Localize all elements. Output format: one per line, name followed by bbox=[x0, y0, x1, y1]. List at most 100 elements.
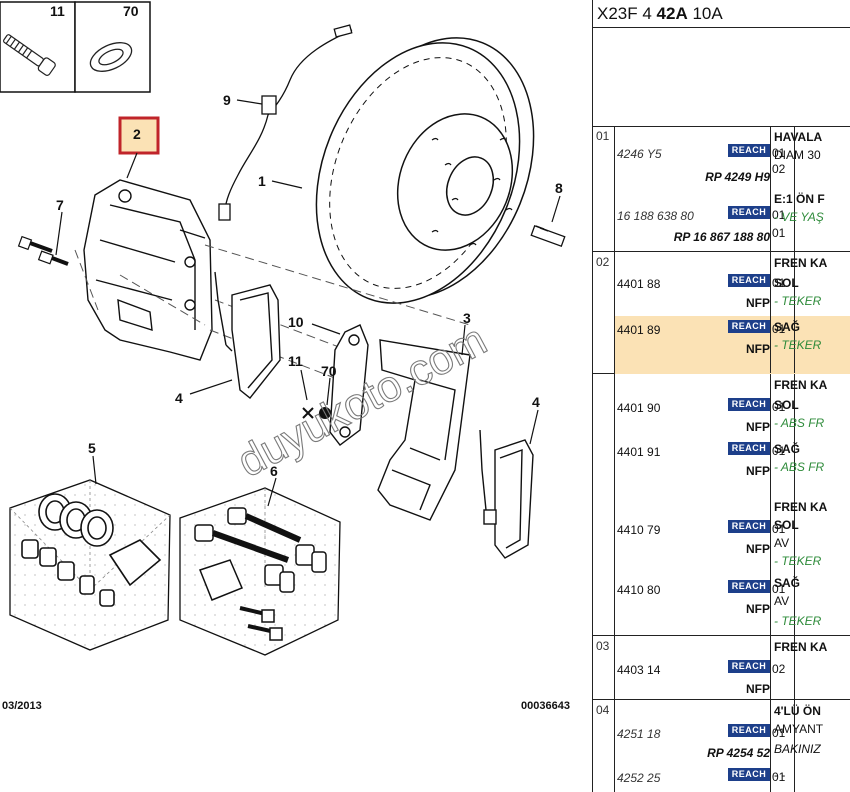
desc: - TEKER bbox=[774, 338, 822, 352]
desc: - TEKER bbox=[774, 294, 822, 308]
desc: 4'LÜ ÖN bbox=[774, 704, 821, 718]
callout-2: 2 bbox=[133, 126, 141, 142]
part-row[interactable]: 4401 88 REACH 01 NFP bbox=[615, 270, 850, 314]
part-replacement: NFP bbox=[746, 342, 770, 356]
reach-badge: REACH bbox=[728, 768, 770, 781]
part-replacement: NFP bbox=[746, 682, 770, 696]
part-qty: 02 bbox=[772, 662, 786, 676]
desc: SAĞ bbox=[774, 320, 801, 334]
header-suffix: 10A bbox=[687, 4, 723, 23]
part-replacement: NFP bbox=[746, 542, 770, 556]
reach-badge: REACH bbox=[728, 398, 770, 411]
part-row[interactable]: 4410 80 REACH 01 NFP bbox=[615, 576, 850, 620]
part-qty: 01 bbox=[772, 726, 786, 740]
part-row[interactable]: 4246 Y5 REACH 01 02 RP 4249 H9 bbox=[615, 140, 850, 184]
wear-sensor-wire[interactable] bbox=[218, 24, 353, 221]
reach-badge: REACH bbox=[728, 442, 770, 455]
callout-8: 8 bbox=[555, 180, 563, 196]
seal-kit-5[interactable] bbox=[9, 479, 171, 651]
desc: AV bbox=[774, 536, 790, 550]
group-03: 03 4403 14 REACH 02 NFP FREN KA bbox=[593, 636, 850, 700]
part-row[interactable]: 16 188 638 80 REACH 01 01 RP 16 867 188 … bbox=[615, 202, 850, 246]
part-qty: 01 bbox=[772, 582, 786, 596]
desc: HAVALA bbox=[774, 130, 823, 144]
callout-9: 9 bbox=[223, 92, 231, 108]
guide-plate-10[interactable] bbox=[329, 324, 369, 446]
reach-badge: REACH bbox=[728, 274, 770, 287]
part-replacement: RP 4249 H9 bbox=[705, 170, 770, 184]
reach-badge: REACH bbox=[728, 580, 770, 593]
callout-6: 6 bbox=[270, 463, 278, 479]
callout-10: 10 bbox=[288, 314, 304, 330]
part-ref: 4410 79 bbox=[617, 523, 661, 537]
callout-7: 7 bbox=[56, 197, 64, 213]
desc: BAKINIZ bbox=[774, 742, 821, 756]
part-row[interactable]: 4251 18 REACH 01 RP 4254 52 bbox=[615, 720, 850, 764]
desc: - TEKER bbox=[774, 614, 822, 628]
group-number: 04 bbox=[596, 703, 610, 717]
callout-11-inset: 11 bbox=[50, 3, 65, 19]
part-row[interactable]: 4401 91 REACH 01 NFP bbox=[615, 438, 850, 482]
callout-4-right: 4 bbox=[532, 394, 540, 410]
desc: - TEKER bbox=[774, 554, 822, 568]
caliper-bracket[interactable] bbox=[377, 339, 471, 521]
desc: DIAM 30 bbox=[774, 148, 821, 162]
brake-pad-left[interactable] bbox=[214, 271, 281, 399]
part-row[interactable]: 4252 25 REACH 01 bbox=[615, 764, 850, 792]
part-replacement: NFP bbox=[746, 420, 770, 434]
guide-pin-kit-6[interactable] bbox=[179, 487, 341, 656]
part-qty: 01 bbox=[772, 276, 786, 290]
part-row[interactable]: 4401 90 REACH 01 NFP bbox=[615, 394, 850, 438]
inset-box-11[interactable]: 11 bbox=[0, 1, 76, 93]
brake-disc[interactable] bbox=[279, 7, 570, 334]
desc: FREN KA bbox=[774, 640, 828, 654]
callout-3: 3 bbox=[463, 310, 471, 326]
reach-badge: REACH bbox=[728, 320, 770, 333]
part-ref: 4401 89 bbox=[617, 323, 661, 337]
callout-2-highlight[interactable] bbox=[118, 116, 160, 155]
desc: FREN KA bbox=[774, 378, 828, 392]
part-ref: 4246 Y5 bbox=[617, 147, 662, 161]
part-ref: 4401 90 bbox=[617, 401, 661, 415]
inset-box-70[interactable]: 70 bbox=[74, 1, 151, 93]
part-replacement: RP 16 867 188 80 bbox=[673, 230, 770, 244]
group-04: 04 4251 18 REACH 01 RP 4254 52 4252 25 R… bbox=[593, 700, 850, 792]
part-row[interactable]: 4403 14 REACH 02 NFP bbox=[615, 656, 850, 700]
group-02-abs: 4401 90 REACH 01 NFP 4401 91 REACH 01 NF… bbox=[593, 374, 850, 496]
bleed-bolts-7[interactable] bbox=[17, 235, 69, 266]
desc: SOL bbox=[774, 398, 799, 412]
desc: FREN KA bbox=[774, 500, 828, 514]
bolt-8[interactable] bbox=[530, 224, 566, 248]
part-qty: 01 bbox=[772, 322, 786, 336]
part-row[interactable]: 4410 79 REACH 01 NFP bbox=[615, 516, 850, 560]
panel-blank-area bbox=[593, 28, 850, 127]
part-ref: 4252 25 bbox=[617, 771, 661, 785]
panel-header: X23F 4 42A 10A bbox=[593, 0, 850, 28]
desc: FREN KA bbox=[774, 256, 828, 270]
part-ref: 16 188 638 80 bbox=[617, 209, 694, 223]
desc: E:1 ÖN F bbox=[774, 192, 825, 206]
brake-caliper[interactable] bbox=[83, 179, 213, 361]
desc: - - bbox=[774, 768, 786, 782]
header-prefix: X23F 4 bbox=[597, 4, 657, 23]
brake-pad-right[interactable] bbox=[479, 429, 534, 559]
part-replacement: NFP bbox=[746, 602, 770, 616]
footer-date: 03/2013 bbox=[2, 700, 42, 712]
part-ref: 4251 18 bbox=[617, 727, 661, 741]
fastener-11[interactable] bbox=[302, 407, 314, 419]
reach-badge: REACH bbox=[728, 660, 770, 673]
callout-1: 1 bbox=[258, 173, 266, 189]
desc: SOL bbox=[774, 518, 799, 532]
part-ref: 4401 88 bbox=[617, 277, 661, 291]
part-row-highlighted[interactable]: 4401 89 REACH 01 NFP bbox=[615, 316, 850, 374]
callout-70-inset: 70 bbox=[123, 3, 139, 19]
callout-4-left: 4 bbox=[175, 390, 183, 406]
callout-11: 11 bbox=[288, 353, 303, 369]
group-number: 01 bbox=[596, 129, 610, 143]
part-replacement: NFP bbox=[746, 296, 770, 310]
group-02-av: 4410 79 REACH 01 NFP 4410 80 REACH 01 NF… bbox=[593, 496, 850, 636]
group-number: 02 bbox=[596, 255, 610, 269]
fastener-70[interactable] bbox=[319, 407, 331, 419]
desc: - ABS FR bbox=[774, 460, 825, 474]
part-replacement: RP 4254 52 bbox=[707, 746, 770, 760]
